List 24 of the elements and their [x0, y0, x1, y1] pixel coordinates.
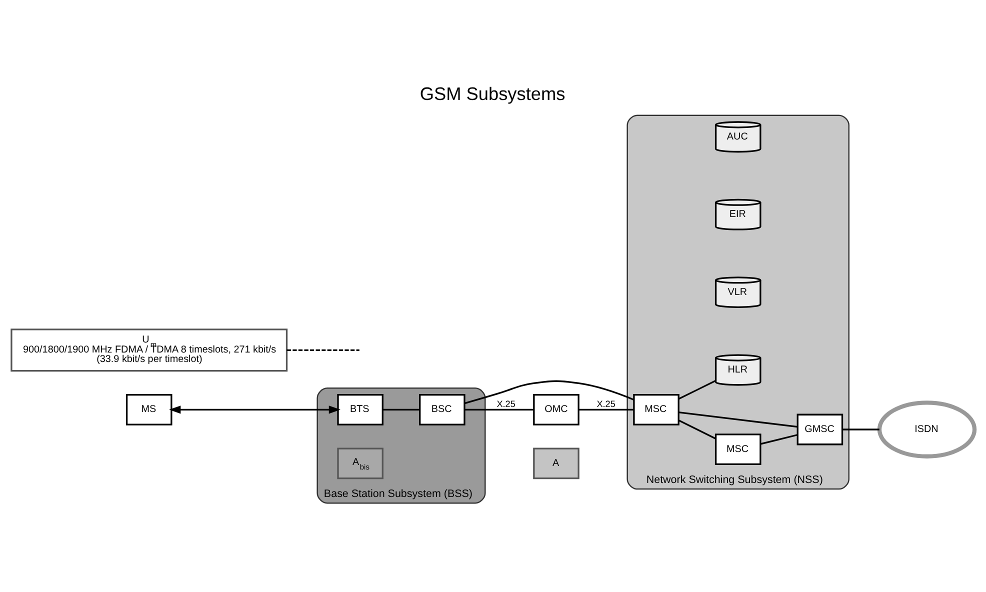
node-box: GMSC: [796, 414, 844, 446]
node-box: BTS: [337, 394, 384, 426]
connector: [286, 349, 360, 351]
node-box: MSC: [633, 394, 680, 426]
edge-label: X.25: [496, 399, 516, 410]
node-box: OMC: [533, 394, 580, 426]
connector: [842, 428, 880, 430]
connector: [678, 411, 798, 428]
connector: [382, 408, 420, 410]
node-ellipse: ISDN: [877, 400, 977, 458]
node-box: MSC: [714, 434, 762, 466]
connector: [678, 420, 716, 440]
connector: [464, 380, 634, 404]
node-box: BSC: [419, 394, 466, 426]
connector: [578, 408, 634, 410]
node-box: A$_{bis}$: [337, 448, 384, 480]
arrow: [169, 406, 340, 414]
diagram-title: GSM Subsystems: [420, 84, 566, 104]
connector: [464, 408, 534, 410]
edge-label: X.25: [596, 399, 616, 410]
connector: [760, 434, 798, 445]
node-box: MS: [126, 394, 172, 426]
connector: [678, 380, 716, 400]
node-box: A: [533, 448, 580, 480]
